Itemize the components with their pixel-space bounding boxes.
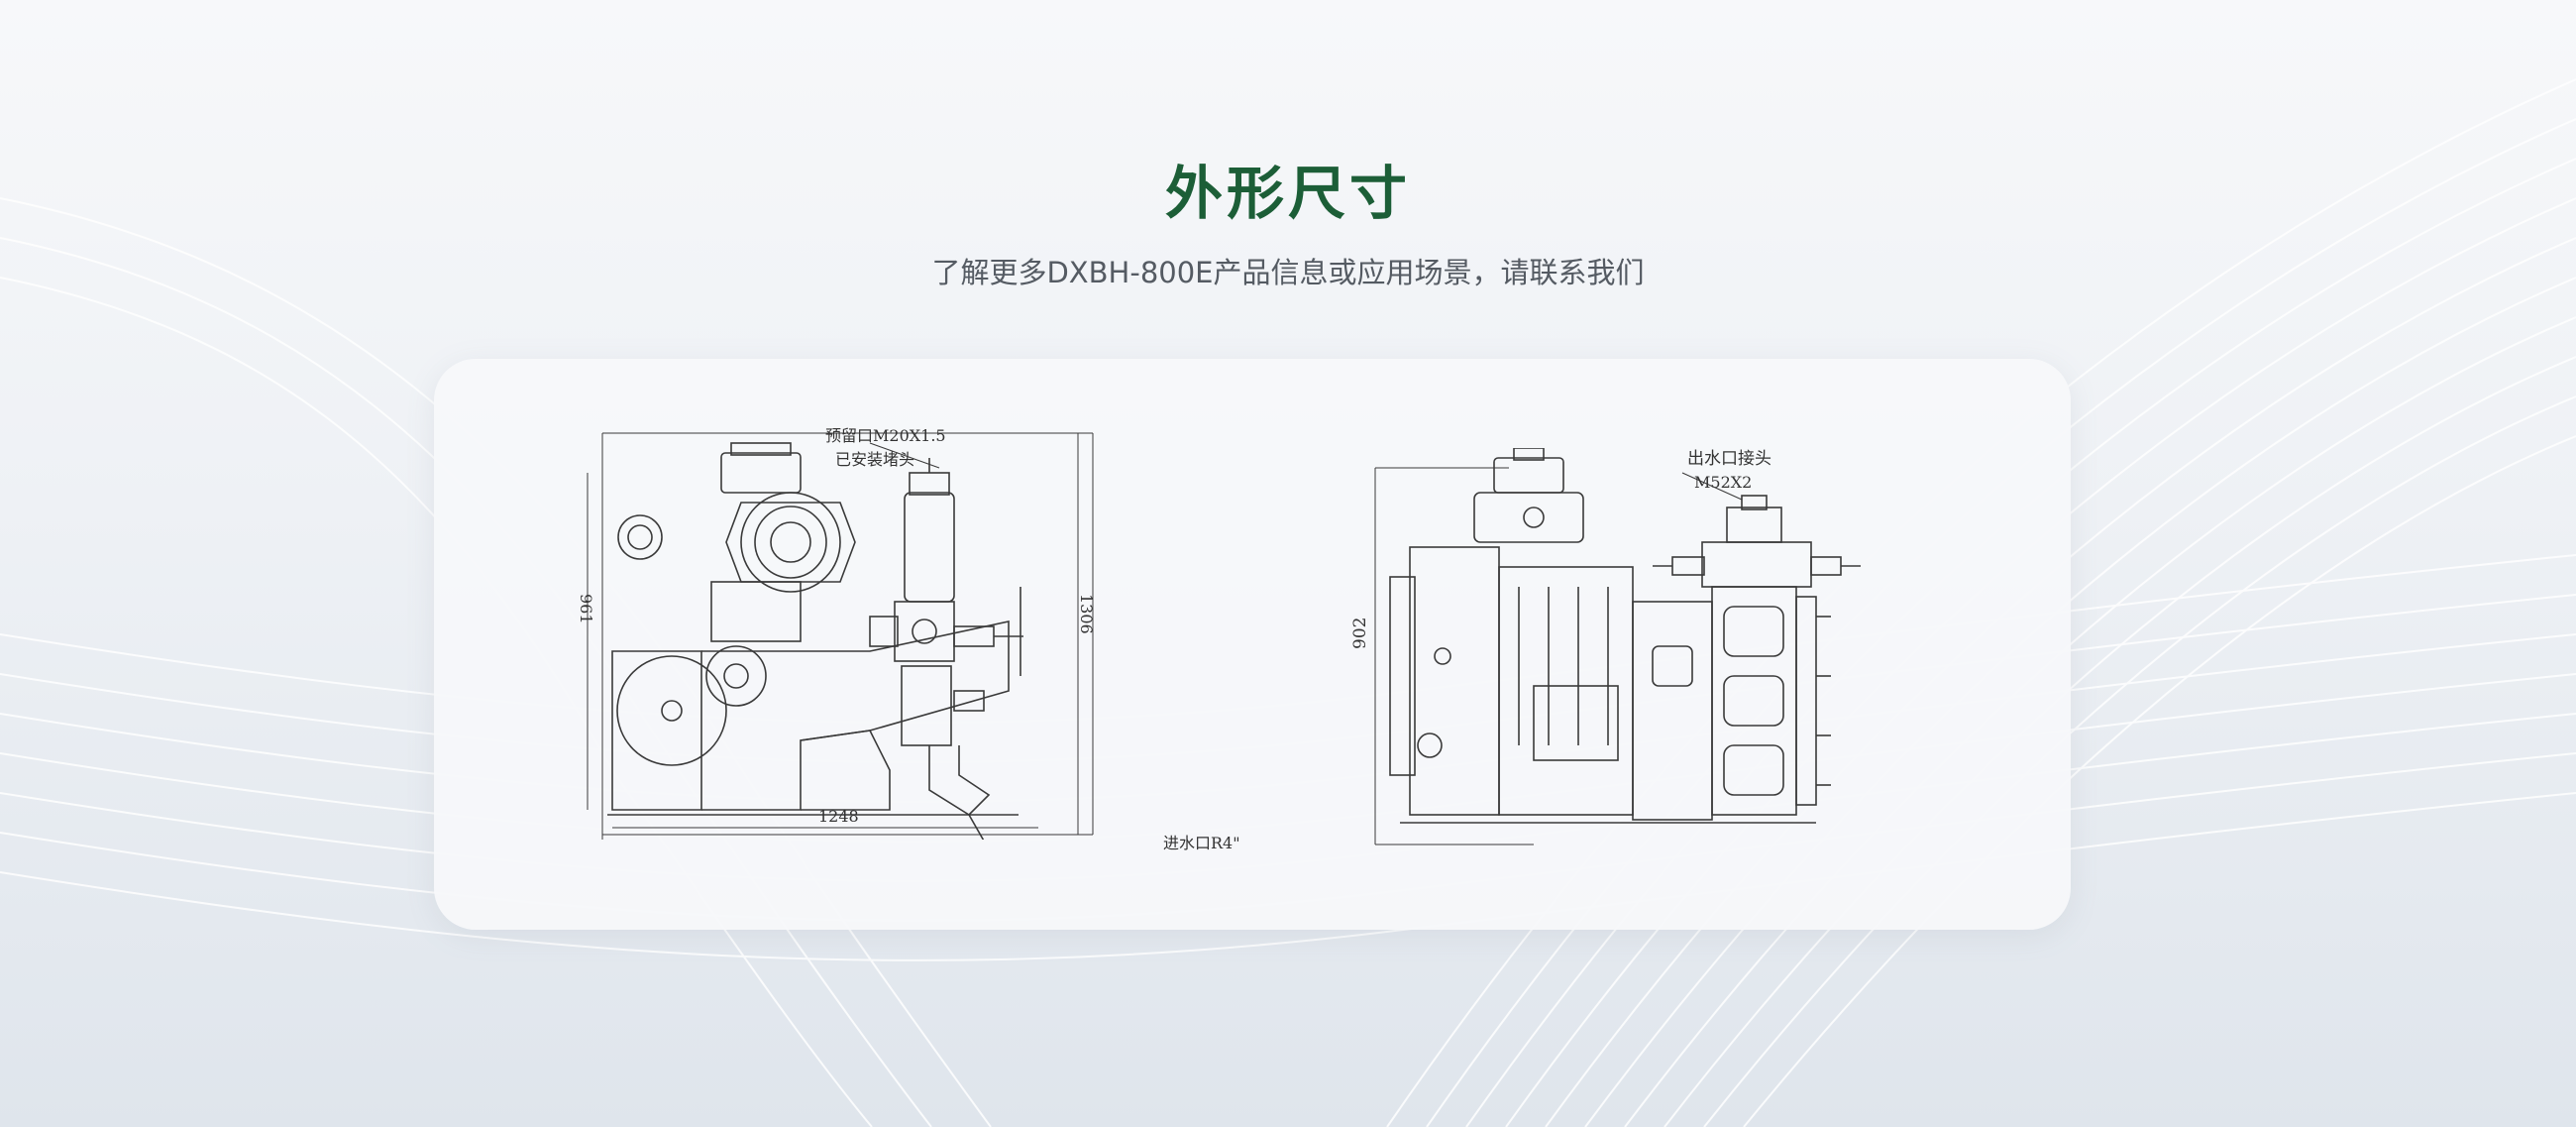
- dimension-height-left: 961: [577, 594, 595, 624]
- dimension-height-right: 1306: [1077, 594, 1096, 634]
- dimension-height: 902: [1350, 618, 1370, 649]
- dimensions-card: 预留口M20X1.5 已安装堵头 961 1306 1248 进水口R4": [434, 359, 2071, 930]
- callout-outlet-connector: 出水口接头: [1687, 449, 1771, 469]
- front-view-drawing: 出水口接头 M52X2 902: [1336, 448, 1890, 854]
- page-title: 外形尺寸: [1164, 160, 1411, 227]
- dimension-width: 1248: [818, 807, 859, 826]
- front-view-svg: 出水口接头 M52X2 902: [1350, 448, 1861, 845]
- callout-outlet-thread: M52X2: [1694, 473, 1752, 492]
- callout-preset-port: 预留口M20X1.5: [825, 426, 946, 445]
- side-view-drawing: 预留口M20X1.5 已安装堵头 961 1306 1248 进水口R4": [573, 413, 1240, 852]
- side-view-svg: 预留口M20X1.5 已安装堵头 961 1306 1248: [577, 426, 1096, 840]
- page-subtitle: 了解更多DXBH-800E产品信息或应用场景，请联系我们: [931, 256, 1645, 289]
- callout-inlet: 进水口R4": [1163, 834, 1240, 852]
- callout-plug-installed: 已安装堵头: [835, 450, 914, 469]
